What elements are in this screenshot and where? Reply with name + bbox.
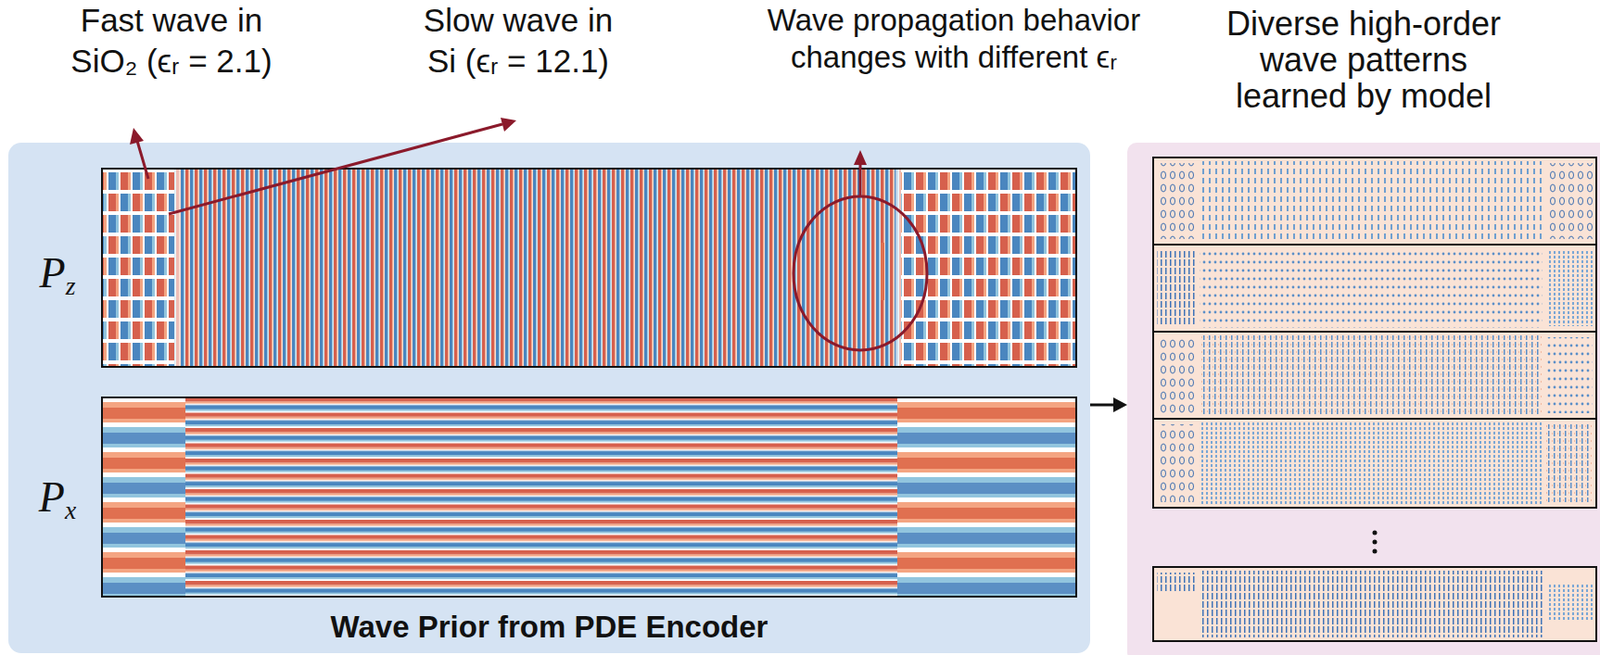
panel-heading: Diverse high-order wave patterns learned… xyxy=(1224,5,1503,115)
annotation-text: Wave propagation behavior changes with d… xyxy=(765,1,1143,77)
subscript-letter: x xyxy=(64,495,77,525)
subscript-letter: z xyxy=(65,271,77,301)
arrow-head xyxy=(1113,397,1128,413)
px-field xyxy=(101,397,1077,597)
pz-field xyxy=(101,168,1077,368)
field-label: Px xyxy=(38,472,77,523)
patterns-panel-ground xyxy=(1127,142,1600,655)
arrow-line xyxy=(1090,404,1114,407)
annotation-text: Fast wave in SiO₂ (ϵᵣ = 2.1) xyxy=(69,0,275,82)
field-label: Pz xyxy=(39,248,77,299)
pattern-thumbnails xyxy=(1153,157,1597,642)
annotation-text: Slow wave in Si (ϵᵣ = 12.1) xyxy=(421,0,615,82)
encoder-panel-ground xyxy=(8,142,1091,654)
flow-arrow xyxy=(1090,397,1128,413)
encoder-panel: Wave Prior from PDE Encoder xyxy=(8,142,1091,654)
leader-arrows xyxy=(129,117,927,351)
panel-title: Wave Prior from PDE Encoder xyxy=(330,609,769,647)
patterns-panel: Diverse high-order wave patterns learned… xyxy=(1127,142,1600,655)
